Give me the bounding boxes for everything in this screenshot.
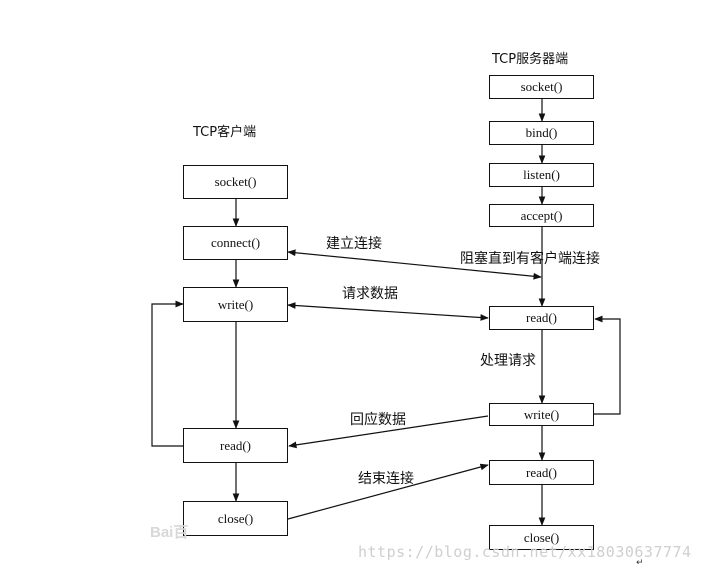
server-title: TCP服务器端 xyxy=(492,52,569,67)
server-write-box: write() xyxy=(489,403,594,426)
baidu-watermark-logo: Bai百 xyxy=(150,524,189,541)
server-read-box: read() xyxy=(489,306,594,330)
request-data-label: 请求数据 xyxy=(342,286,398,302)
server-accept-box: accept() xyxy=(489,204,594,227)
arrow-reply-data xyxy=(288,415,489,449)
reply-data-label: 回应数据 xyxy=(350,412,406,428)
server-read-box-2: read() xyxy=(489,460,594,485)
finish-connection-label: 结束连接 xyxy=(358,471,414,487)
arrow-establish-connection xyxy=(287,249,542,280)
blog-url-watermark: https://blog.csdn.net/xx18030637774 xyxy=(358,543,692,561)
establish-connection-label: 建立连接 xyxy=(326,236,382,252)
client-write-box: write() xyxy=(183,287,288,322)
arrow-server-loop xyxy=(594,315,621,415)
client-title: TCP客户端 xyxy=(193,125,257,140)
server-close-box: close() xyxy=(489,525,594,550)
arrow-finish-connection xyxy=(287,463,489,520)
cursor-mark: ↵ xyxy=(636,558,644,568)
server-socket-box: socket() xyxy=(489,75,594,99)
block-until-client-label: 阻塞直到有客户端连接 xyxy=(460,251,600,267)
client-read-box: read() xyxy=(183,428,288,463)
arrow-client-loop xyxy=(151,300,184,447)
client-socket-box: socket() xyxy=(183,165,288,199)
process-request-label: 处理请求 xyxy=(480,353,536,369)
server-listen-box: listen() xyxy=(489,163,594,187)
client-connect-box: connect() xyxy=(183,226,288,260)
server-bind-box: bind() xyxy=(489,121,594,145)
client-close-box: close() xyxy=(183,501,288,536)
arrow-request-data xyxy=(287,302,489,321)
